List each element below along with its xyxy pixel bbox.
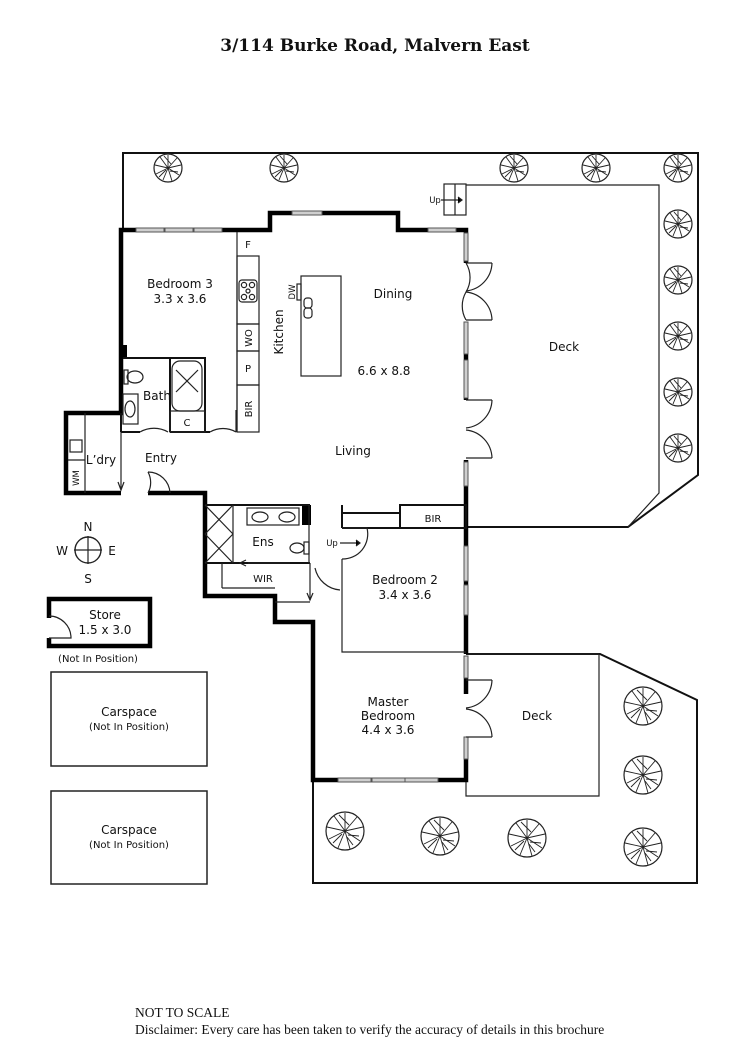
ensuite-walls <box>204 504 341 603</box>
ensuite-label: Ens <box>252 535 273 549</box>
compass-w: W <box>56 544 68 558</box>
master-deck-outline <box>465 653 600 797</box>
living-label: Living <box>335 444 371 458</box>
deck-doors <box>461 262 493 738</box>
sink-icon <box>303 297 313 319</box>
windows <box>135 210 469 783</box>
bed2-bir-label: BIR <box>425 514 442 525</box>
compass-n: N <box>84 520 93 534</box>
bath-walls <box>68 357 237 494</box>
bedroom3-size: 3.3 x 3.6 <box>154 292 207 306</box>
deck-main-label: Deck <box>549 340 579 354</box>
deck-stairs-up-label: Up <box>429 196 441 206</box>
trees-north <box>153 153 693 463</box>
store-outline <box>46 596 153 649</box>
carspace-1-outline <box>50 671 208 767</box>
bedroom2-label: Bedroom 2 <box>372 573 438 587</box>
cupboard-label: C <box>184 418 191 429</box>
bedroom2-walls <box>341 504 467 653</box>
entry-label: Entry <box>145 451 177 465</box>
master-label-line2: Bedroom <box>361 709 415 723</box>
fridge-label: F <box>245 240 251 251</box>
deck-master-label: Deck <box>522 709 552 723</box>
wall-oven-label: WO <box>244 329 255 347</box>
basin-icon <box>122 393 139 425</box>
bedroom2-size: 3.4 x 3.6 <box>379 588 432 602</box>
store-note: (Not In Position) <box>58 654 138 665</box>
kitchen-label: Kitchen <box>272 309 286 354</box>
bedroom3-label: Bedroom 3 <box>147 277 213 291</box>
master-label-line1: Master <box>368 695 409 709</box>
kitchen-joinery <box>236 232 342 433</box>
master-size: 4.4 x 3.6 <box>362 723 415 737</box>
carspace2-label: Carspace <box>101 823 157 837</box>
store-size: 1.5 x 3.0 <box>79 623 132 637</box>
compass-icon <box>74 536 102 564</box>
laundry-label: L’dry <box>86 453 116 467</box>
not-to-scale-note: NOT TO SCALE <box>135 1005 230 1020</box>
dining-label: Dining <box>374 287 413 301</box>
carspace-2-outline <box>50 790 208 885</box>
pantry-label: P <box>245 364 251 375</box>
washing-machine-label: WM <box>72 470 82 486</box>
disclaimer: Disclaimer: Every care has been taken to… <box>135 1022 605 1037</box>
living-size: 6.6 x 8.8 <box>358 364 411 378</box>
deck-outline <box>466 184 660 528</box>
carspace1-label: Carspace <box>101 705 157 719</box>
hall-stairs-up-label: Up <box>326 539 338 549</box>
page-title: 3/114 Burke Road, Malvern East <box>220 36 530 56</box>
kitchen-bir-label: BIR <box>244 401 255 418</box>
stairs-arrows <box>340 196 463 547</box>
dishwasher-label: DW <box>288 284 298 300</box>
carspace1-note: (Not In Position) <box>89 722 169 733</box>
toilet-icon <box>123 369 144 385</box>
carspace2-note: (Not In Position) <box>89 840 169 851</box>
wir-label: WIR <box>253 574 273 585</box>
compass-s: S <box>84 572 92 586</box>
compass-e: E <box>108 544 116 558</box>
store-label: Store <box>89 608 121 622</box>
cooktop-icon <box>238 279 258 303</box>
footer: NOT TO SCALE Disclaimer: Every care has … <box>135 1004 604 1038</box>
bath-label: Bath <box>143 389 171 403</box>
site-boundary-north <box>122 152 699 528</box>
